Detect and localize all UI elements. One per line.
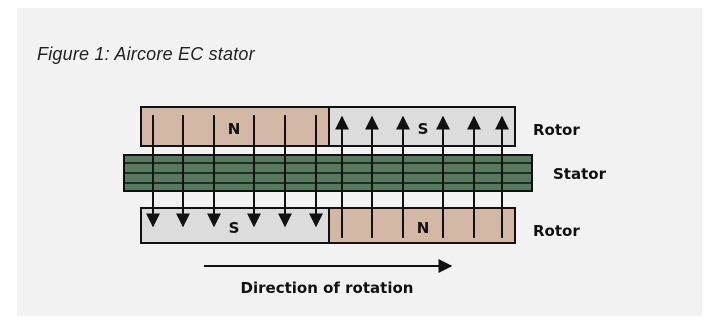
pole-label-bottom-left: S (229, 219, 240, 237)
stator (123, 154, 533, 192)
label-rotor-bottom: Rotor (533, 222, 580, 240)
bottom-rotor-south-segment (140, 207, 330, 244)
label-stator: Stator (553, 165, 607, 183)
label-direction: Direction of rotation (241, 279, 414, 297)
label-rotor-top: Rotor (533, 121, 580, 139)
flux-arrows-down (146, 115, 323, 228)
flux-arrows-up (335, 115, 509, 238)
pole-label-top-left: N (228, 120, 241, 138)
top-rotor-south-segment (328, 106, 516, 147)
pole-label-top-right: S (418, 120, 429, 138)
figure-caption: Figure 1: Aircore EC stator (37, 44, 255, 64)
pole-label-bottom-right: N (417, 219, 430, 237)
